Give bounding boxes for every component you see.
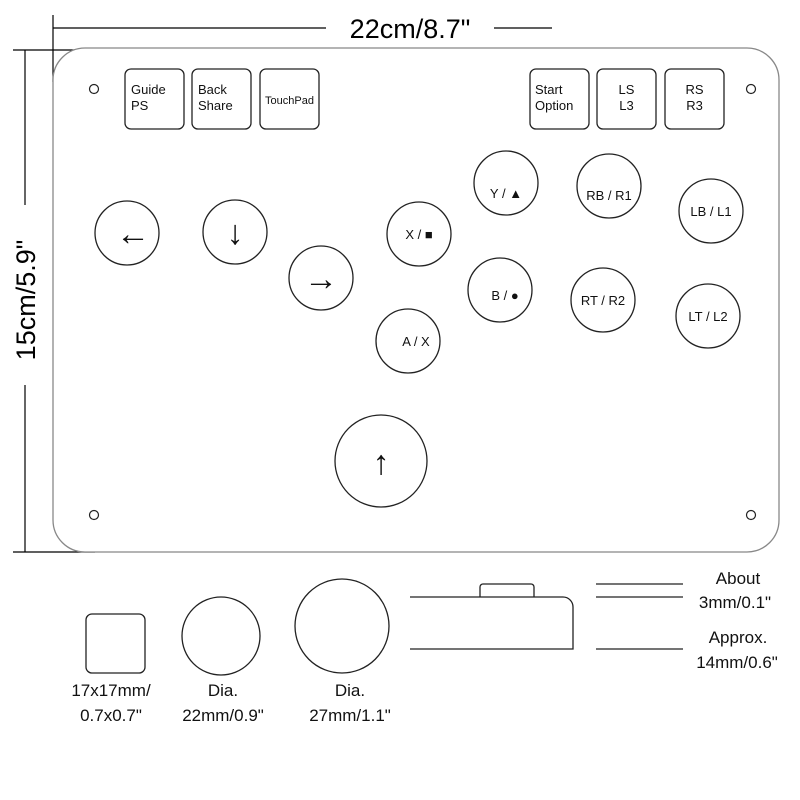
svg-text:RS: RS <box>685 82 703 97</box>
rb-r1-button[interactable]: RB / R1 <box>576 153 642 219</box>
svg-text:Share: Share <box>198 98 233 113</box>
svg-text:Dia.: Dia. <box>335 681 365 700</box>
lb-l1-button[interactable]: LB / L1 <box>678 178 744 244</box>
arrow-right-icon: → <box>304 260 338 298</box>
mounting-holes <box>88 83 757 521</box>
rt-r2-button[interactable]: RT / R2 <box>570 267 636 333</box>
arrow-down-icon: ↓ <box>227 214 244 252</box>
arrow-up-icon: ↑ <box>373 444 390 482</box>
svg-text:RT / R2: RT / R2 <box>581 293 625 308</box>
svg-text:Approx.: Approx. <box>709 628 768 647</box>
svg-text:PS: PS <box>131 98 149 113</box>
svg-text:Dia.: Dia. <box>208 681 238 700</box>
right-button[interactable]: → <box>288 245 354 311</box>
side-profile <box>410 583 683 650</box>
a-x-button[interactable]: A / X <box>375 308 441 374</box>
down-button[interactable]: ↓ <box>202 199 268 265</box>
hole-icon <box>88 83 100 95</box>
svg-text:Y / ▲: Y / ▲ <box>490 186 522 201</box>
svg-text:27mm/1.1": 27mm/1.1" <box>309 706 391 725</box>
svg-text:LB / L1: LB / L1 <box>690 204 731 219</box>
left-button[interactable]: ← <box>94 200 160 266</box>
x-square-button[interactable]: X / ■ <box>386 201 452 267</box>
svg-text:LS: LS <box>619 82 635 97</box>
svg-text:R3: R3 <box>686 98 703 113</box>
hole-icon <box>745 83 757 95</box>
height-label: 15cm/5.9" <box>11 240 41 361</box>
svg-text:Option: Option <box>535 98 573 113</box>
svg-text:About: About <box>716 569 761 588</box>
svg-text:LT / L2: LT / L2 <box>688 309 727 324</box>
svg-text:22mm/0.9": 22mm/0.9" <box>182 706 264 725</box>
b-circle-button[interactable]: B / ● <box>467 257 533 323</box>
svg-text:TouchPad: TouchPad <box>265 95 314 107</box>
svg-text:Guide: Guide <box>131 82 166 97</box>
arrow-left-icon: ← <box>116 215 150 253</box>
y-triangle-button[interactable]: Y / ▲ <box>473 150 539 216</box>
svg-text:Back: Back <box>198 82 227 97</box>
hole-icon <box>745 509 757 521</box>
svg-text:RB / R1: RB / R1 <box>586 188 632 203</box>
svg-text:X / ■: X / ■ <box>405 227 433 242</box>
lt-l2-button[interactable]: LT / L2 <box>675 283 741 349</box>
svg-text:17x17mm/: 17x17mm/ <box>71 681 151 700</box>
svg-text:B / ●: B / ● <box>491 288 518 303</box>
square-button-sample <box>85 613 146 674</box>
svg-text:Start: Start <box>535 82 563 97</box>
svg-text:L3: L3 <box>619 98 633 113</box>
up-button[interactable]: ↑ <box>334 414 428 508</box>
small-button-sample <box>181 596 261 676</box>
svg-text:14mm/0.6": 14mm/0.6" <box>696 653 778 672</box>
hole-icon <box>88 509 100 521</box>
svg-text:3mm/0.1": 3mm/0.1" <box>699 593 771 612</box>
svg-text:0.7x0.7": 0.7x0.7" <box>80 706 142 725</box>
width-label: 22cm/8.7" <box>350 14 471 44</box>
svg-text:A / X: A / X <box>402 334 430 349</box>
large-button-sample <box>294 578 390 674</box>
touchpad-button[interactable]: TouchPad <box>259 68 320 130</box>
